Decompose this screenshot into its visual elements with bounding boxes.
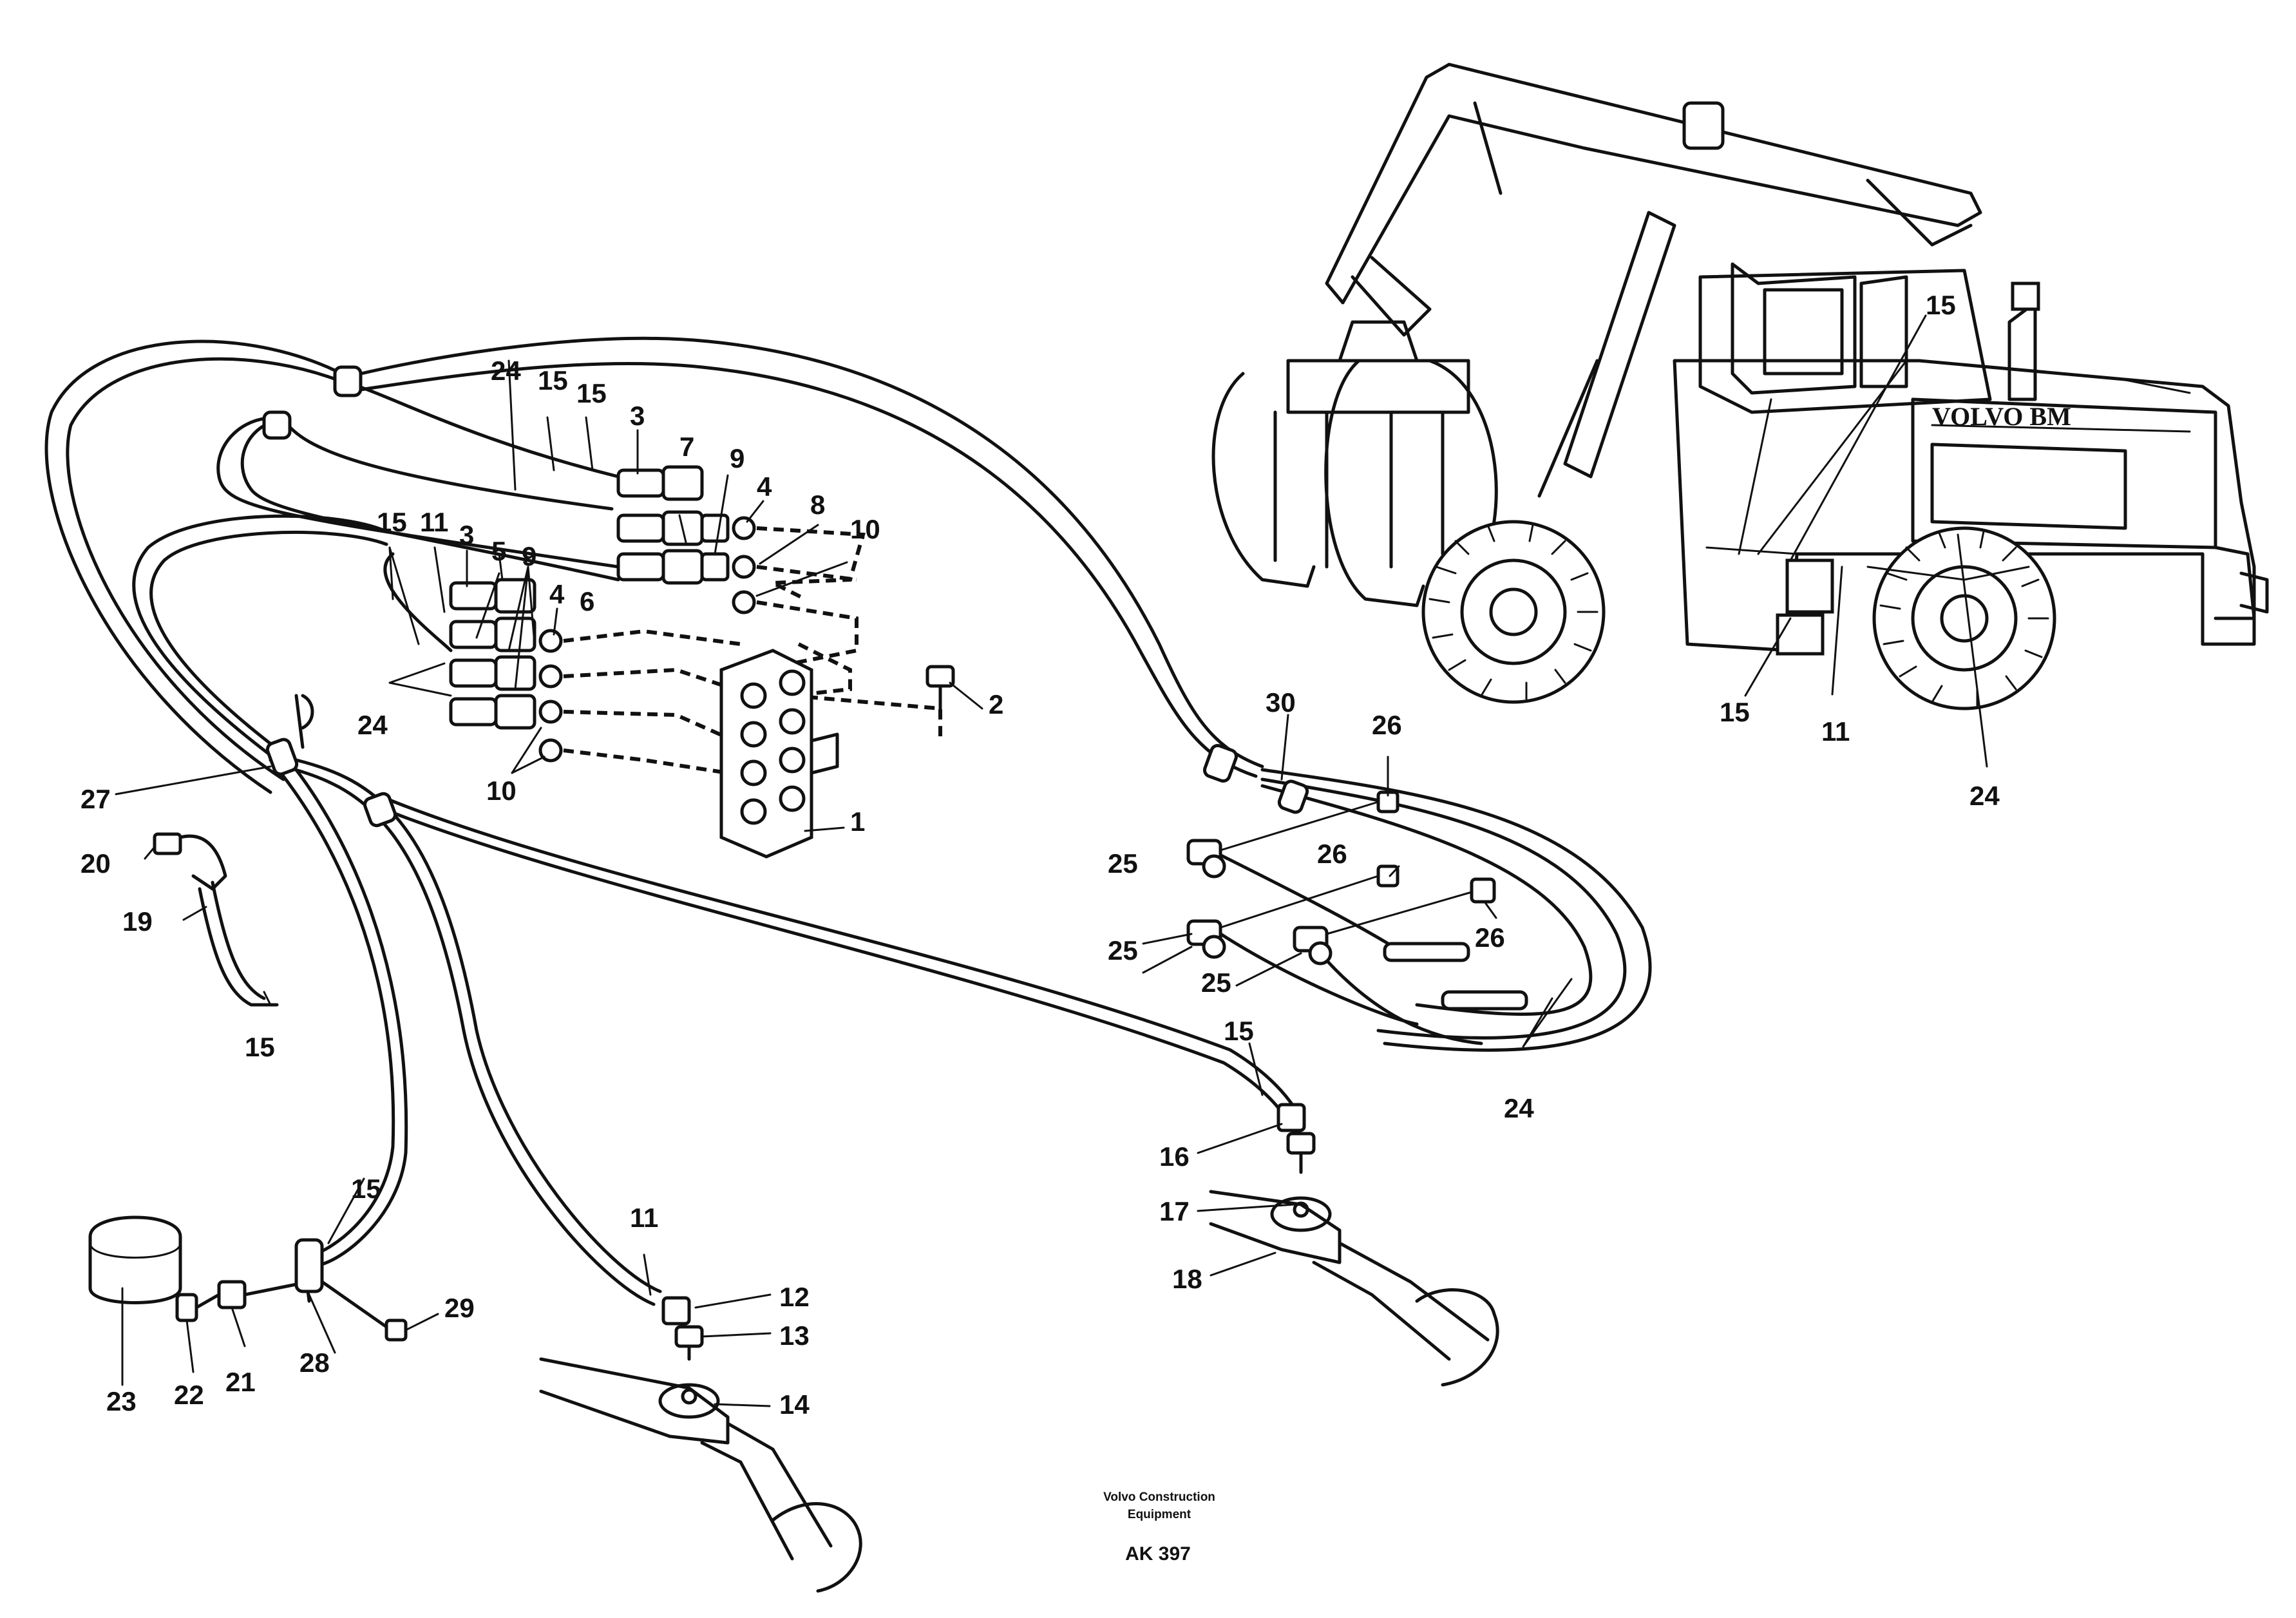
- drawing-code: AK 397: [1125, 1543, 1191, 1565]
- callout-15: 15: [351, 1174, 381, 1204]
- callout-6: 6: [580, 586, 594, 616]
- hose-assemblies: [44, 336, 1652, 1306]
- callout-18: 18: [1172, 1264, 1202, 1294]
- callout-1: 1: [850, 806, 865, 837]
- part-callouts: 1 2 3 3 4 4 5 6 7 8 9 9 10 10 11 11 11 1…: [81, 290, 2000, 1420]
- callout-22: 22: [174, 1380, 204, 1410]
- callout-3: 3: [630, 401, 645, 431]
- forestry-loader-illustration: VOLVO BM: [1211, 62, 2269, 710]
- callout-13: 13: [779, 1320, 810, 1351]
- callout-25: 25: [1108, 935, 1138, 966]
- callout-26: 26: [1317, 839, 1347, 869]
- callout-4: 4: [757, 471, 772, 502]
- callout-24: 24: [357, 710, 388, 740]
- lower-grease-fittings: [88, 790, 1528, 1593]
- callout-11: 11: [1821, 716, 1850, 747]
- callout-20: 20: [81, 848, 111, 879]
- callout-24: 24: [1504, 1093, 1534, 1123]
- callout-29: 29: [444, 1293, 475, 1323]
- publisher-line-2: Equipment: [1128, 1508, 1191, 1521]
- callout-30: 30: [1266, 687, 1296, 718]
- callout-27: 27: [81, 784, 111, 814]
- callout-17: 17: [1159, 1196, 1190, 1226]
- callout-25: 25: [1201, 967, 1231, 998]
- callout-21: 21: [225, 1367, 256, 1397]
- callout-9: 9: [522, 541, 536, 571]
- callout-24: 24: [1969, 781, 2000, 811]
- callout-10: 10: [486, 776, 517, 806]
- drawing-credit: Volvo Construction Equipment AK 397: [1103, 1490, 1215, 1565]
- hose-fittings-group: [449, 465, 955, 859]
- callout-8: 8: [810, 490, 825, 520]
- callout-12: 12: [779, 1282, 810, 1312]
- callout-15: 15: [1224, 1016, 1254, 1046]
- leader-lines: [115, 314, 1988, 1407]
- callout-11: 11: [420, 507, 448, 537]
- callout-11: 11: [630, 1203, 658, 1233]
- callout-2: 2: [989, 689, 1003, 719]
- callout-23: 23: [106, 1386, 137, 1416]
- callout-3: 3: [459, 520, 474, 550]
- callout-15: 15: [377, 507, 407, 537]
- callout-7: 7: [679, 432, 694, 462]
- callout-14: 14: [779, 1389, 810, 1420]
- callout-4: 4: [549, 579, 565, 609]
- callout-16: 16: [1159, 1141, 1190, 1172]
- publisher-line-1: Volvo Construction: [1103, 1490, 1215, 1504]
- callout-24: 24: [491, 356, 521, 386]
- callout-25: 25: [1108, 848, 1138, 879]
- volvo-bm-logo: VOLVO BM: [1932, 402, 2071, 431]
- callout-15: 15: [1926, 290, 1956, 320]
- callout-10: 10: [850, 514, 880, 544]
- callout-28: 28: [299, 1347, 330, 1378]
- callout-15: 15: [576, 378, 607, 408]
- callout-19: 19: [122, 906, 153, 937]
- callout-15: 15: [245, 1032, 275, 1062]
- callout-5: 5: [491, 536, 506, 566]
- callout-15: 15: [1720, 697, 1750, 727]
- callout-15: 15: [538, 365, 568, 395]
- callout-26: 26: [1372, 710, 1402, 740]
- callout-9: 9: [730, 443, 745, 473]
- callout-26: 26: [1475, 922, 1505, 953]
